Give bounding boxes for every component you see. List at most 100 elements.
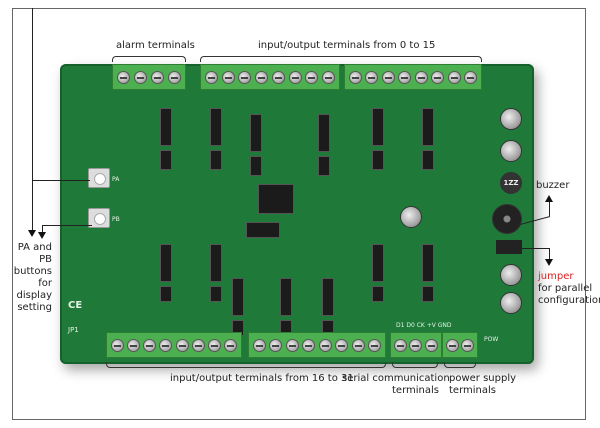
terminal-screw (398, 70, 412, 84)
terminal-screw (368, 338, 382, 352)
terminal-screw (461, 338, 474, 352)
silk-pb: PB (112, 216, 120, 223)
ic-chip (318, 114, 330, 152)
pb-button[interactable] (88, 208, 110, 228)
terminal-screw (394, 338, 408, 352)
terminal-screw (305, 70, 319, 84)
ic-chip (160, 286, 172, 302)
ic-chip (322, 278, 334, 316)
pa-button[interactable] (88, 168, 110, 188)
ic-chip (372, 244, 384, 282)
label-buzzer: buzzer (536, 180, 570, 191)
pointer-line-pa-h (32, 180, 90, 181)
terminal-screw (117, 70, 130, 84)
terminal-screw (255, 70, 269, 84)
silk-ce: CE (68, 300, 83, 311)
terminal-screw (414, 70, 428, 84)
terminal-screw (446, 338, 459, 352)
terminal-screw (126, 338, 140, 352)
ic-chip (210, 150, 222, 170)
label-serial-1: serial communication (342, 373, 450, 384)
pointer-line-buzzer (549, 200, 550, 216)
terminal-screw (204, 70, 218, 84)
label-buttons-2: buttons for (13, 266, 52, 289)
terminal-screw (322, 70, 336, 84)
arrow-up-icon (545, 195, 553, 202)
io-terminal-block-0-7 (200, 64, 340, 90)
ic-chip (422, 244, 434, 282)
label-jumper-desc-1: for parallel (538, 283, 593, 294)
terminal-screw (168, 70, 181, 84)
terminal-screw (269, 338, 283, 352)
terminal-screw (318, 338, 332, 352)
terminal-screw (351, 338, 365, 352)
capacitor (400, 206, 422, 228)
brace-io-0-15 (200, 56, 482, 62)
ic-chip (372, 150, 384, 170)
pointer-line-pa (32, 8, 33, 232)
label-buttons-3: display (16, 290, 52, 301)
ic-chip (422, 108, 434, 146)
pointer-line-pb (42, 225, 43, 233)
arrow-down-icon (38, 232, 46, 239)
terminal-screw (221, 70, 235, 84)
pointer-line-pb-h (42, 225, 92, 226)
power-terminal-block (442, 332, 478, 358)
terminal-screw (431, 70, 445, 84)
inductor: 1ZZ (500, 172, 522, 194)
io-terminal-block-24-31 (248, 332, 386, 358)
ic-chip (160, 108, 172, 146)
terminal-screw (302, 338, 316, 352)
brace-io-16-31 (106, 362, 386, 368)
ic-chip (250, 114, 262, 152)
pointer-line-jumper-h (520, 248, 550, 249)
silk-pa: PA (112, 176, 120, 183)
ic-chip (318, 156, 330, 176)
terminal-screw (424, 338, 438, 352)
label-power-2: terminals (449, 385, 496, 396)
label-jumper-desc-2: configuration (538, 295, 600, 306)
ic-chip (160, 150, 172, 170)
io-terminal-block-16-23 (106, 332, 242, 358)
arrow-down-icon (28, 230, 36, 237)
terminal-screw (191, 338, 205, 352)
label-buttons-1: PA and PB (17, 242, 52, 265)
brace-serial (392, 362, 438, 368)
terminal-screw (335, 338, 349, 352)
label-buttons-4: setting (17, 302, 52, 313)
jumper-component[interactable] (496, 240, 522, 254)
ic-chip (210, 108, 222, 146)
terminal-screw (285, 338, 299, 352)
terminal-screw (224, 338, 238, 352)
driver-chip (246, 222, 280, 238)
terminal-screw (365, 70, 379, 84)
ic-chip (422, 286, 434, 302)
silk-pow: POW (484, 336, 499, 343)
ic-chip (372, 108, 384, 146)
terminal-screw (159, 338, 173, 352)
alarm-terminal-block (112, 64, 186, 90)
terminal-screw (238, 70, 252, 84)
pcb-board: JP1 PA PB CE D1 D0 CK +V GND POW 1ZZ (60, 64, 534, 364)
ic-chip (422, 150, 434, 170)
pointer-line-jumper (549, 248, 550, 260)
terminal-screw (134, 70, 147, 84)
arrow-down-icon (545, 259, 553, 266)
ic-chip (280, 278, 292, 316)
label-jumper: jumper (538, 271, 574, 282)
terminal-screw (464, 70, 478, 84)
silk-jp1: JP1 (68, 326, 79, 334)
label-io-16-31: input/output terminals from 16 to 31 (170, 373, 354, 384)
terminal-screw (143, 338, 157, 352)
buzzer-component (492, 204, 522, 234)
io-terminal-block-8-15 (344, 64, 482, 90)
ic-chip (160, 244, 172, 282)
silk-serial-pins: D1 D0 CK +V GND (396, 322, 452, 329)
serial-terminal-block (390, 332, 442, 358)
ic-chip (210, 244, 222, 282)
label-serial-2: terminals (392, 385, 439, 396)
terminal-screw (252, 338, 266, 352)
terminal-screw (447, 70, 461, 84)
brace-alarm (112, 56, 186, 62)
capacitor (500, 140, 522, 162)
